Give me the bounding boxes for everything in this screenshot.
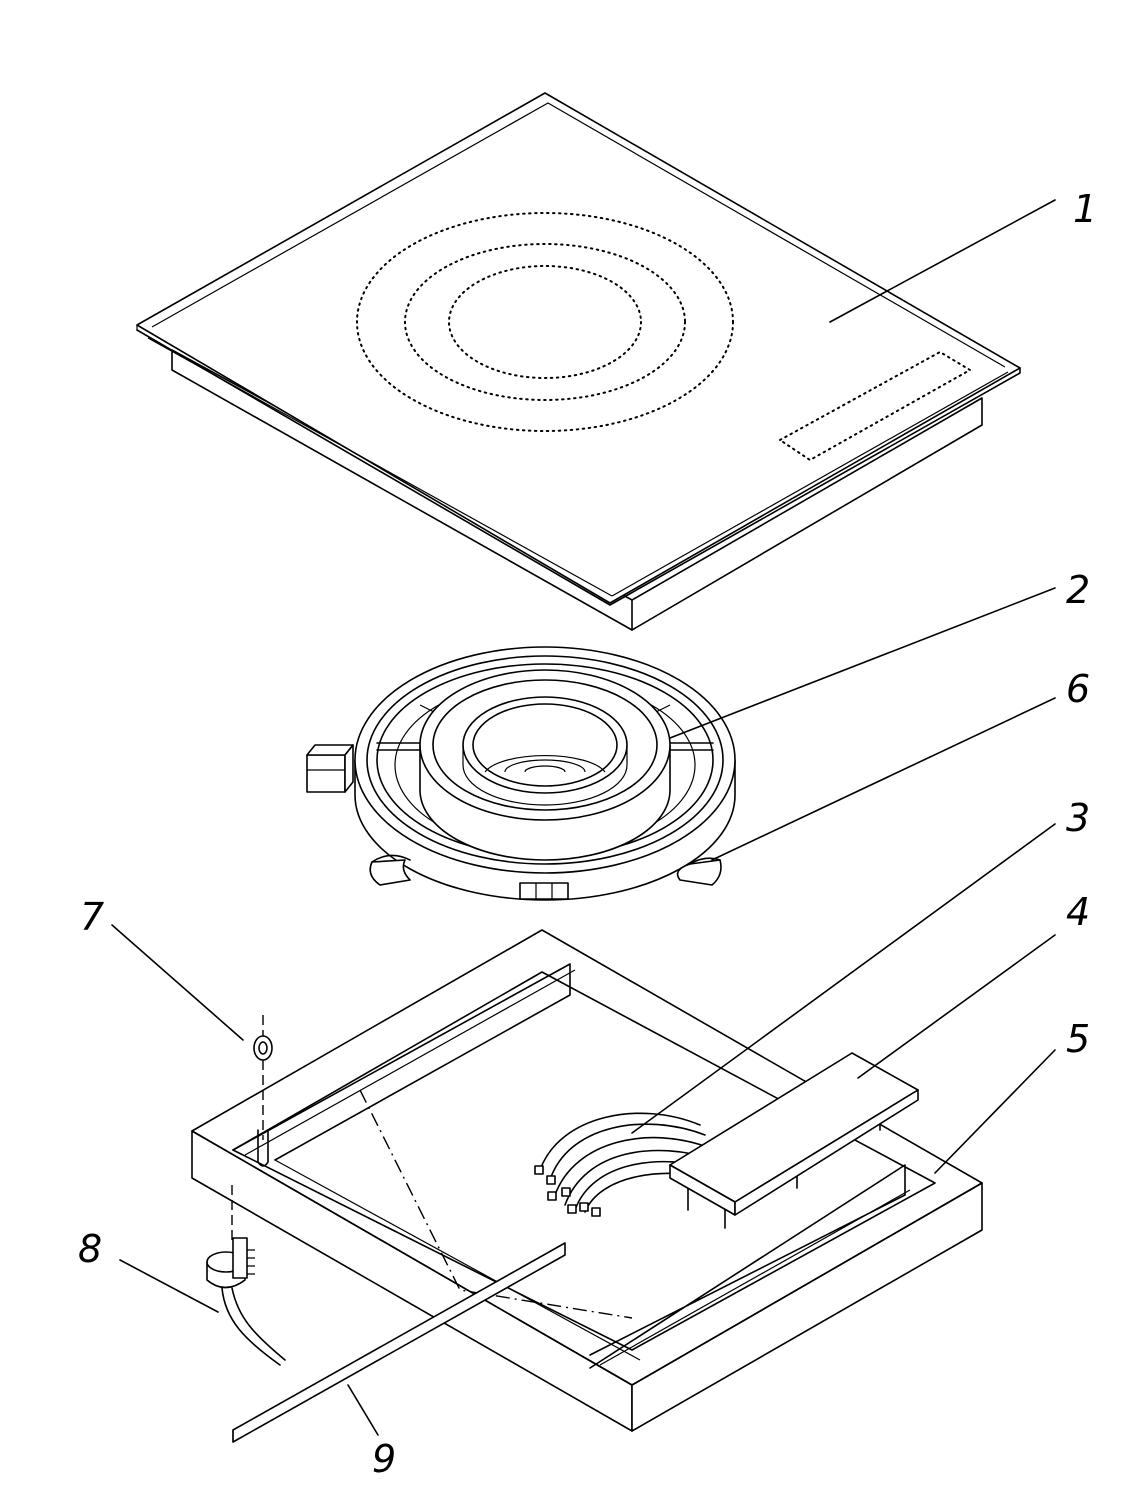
callout-9: 9 — [372, 1437, 396, 1481]
alignment-line — [359, 1089, 633, 1319]
bottom-housing — [191, 929, 983, 1432]
control-board — [669, 1052, 919, 1229]
callout-1: 1 — [1073, 187, 1097, 231]
cooktop-top-plate — [136, 92, 1021, 631]
callout-7: 7 — [80, 895, 104, 939]
sealing-ring — [231, 1015, 273, 1240]
callout-8: 8 — [78, 1227, 102, 1271]
temperature-sensor — [206, 1237, 286, 1366]
leader-lines — [111, 199, 1056, 1436]
callout-3: 3 — [1066, 796, 1090, 840]
callout-2: 2 — [1066, 568, 1090, 612]
callout-4: 4 — [1066, 890, 1090, 934]
mounting-clip — [369, 854, 722, 886]
induction-coil-assembly — [306, 646, 736, 901]
trim-strip — [232, 1242, 566, 1443]
callout-6: 6 — [1066, 667, 1090, 711]
callout-5: 5 — [1066, 1017, 1090, 1061]
